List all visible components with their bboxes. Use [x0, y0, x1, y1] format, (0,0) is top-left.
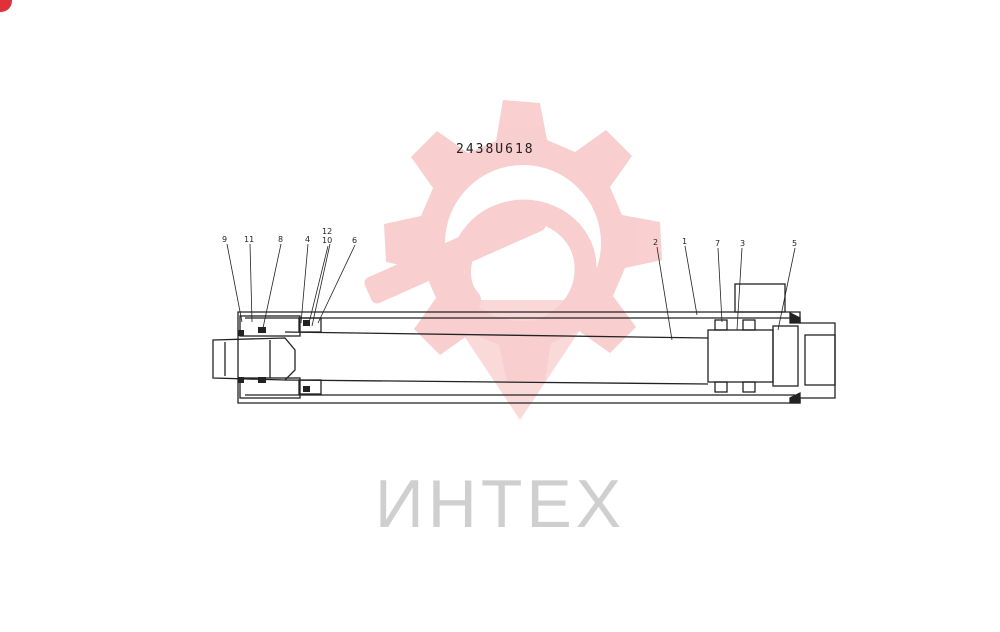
callout-12: 12 — [322, 227, 332, 236]
watermark-text: ИНТЕХ — [375, 466, 625, 542]
callout-10: 10 — [322, 236, 332, 245]
callout-3: 3 — [740, 239, 745, 248]
callout-11: 11 — [244, 235, 254, 244]
leader-lines — [226, 243, 796, 341]
cylinder-drawing — [212, 283, 836, 404]
callout-4: 4 — [305, 235, 310, 244]
callout-8: 8 — [278, 235, 283, 244]
callout-6: 6 — [352, 236, 357, 245]
callout-5: 5 — [792, 239, 797, 248]
part-number-title: 2438U618 — [456, 142, 535, 157]
callout-2: 2 — [653, 238, 658, 247]
callout-labels: 9 11 8 4 12 10 6 2 1 7 3 5 — [222, 227, 797, 248]
callout-7: 7 — [715, 239, 720, 248]
callout-1: 1 — [682, 237, 687, 246]
callout-9: 9 — [222, 235, 227, 244]
